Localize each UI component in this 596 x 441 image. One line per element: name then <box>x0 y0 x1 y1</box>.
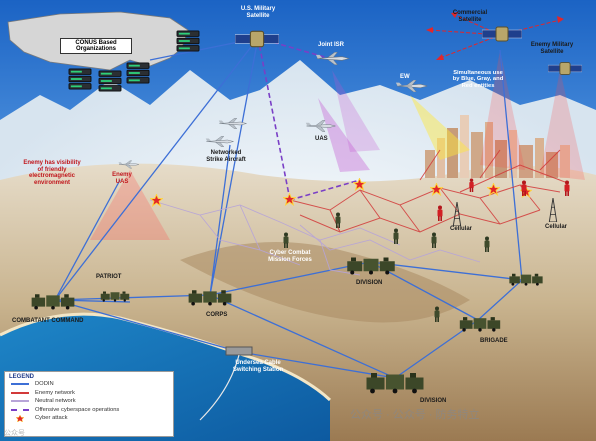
networked-strike-label: Networked Strike Aircraft <box>206 150 246 163</box>
patriot-label: PATRIOT <box>96 274 122 280</box>
combatant-command-label: COMBATANT COMMAND <box>12 318 84 324</box>
dodin-network <box>54 37 523 379</box>
legend-item-attack: Cyber attack <box>11 414 173 423</box>
legend-label-attack: Cyber attack <box>35 415 68 422</box>
enemy-sat-beam <box>540 70 585 180</box>
conus-label: CONUS Based Organizations <box>60 38 132 54</box>
neutral-network <box>149 199 481 276</box>
undersea-cable-label: Undersea Cable Switching Station <box>232 360 284 373</box>
enemy-network <box>289 149 566 233</box>
legend-label-neutral: Neutral network <box>35 398 76 405</box>
uas-label: UAS <box>315 136 328 142</box>
cyber-attack-icon <box>15 414 25 423</box>
offensive-cyber-ops <box>257 37 361 201</box>
legend-label-offensive: Offensive cyberspace operations <box>35 406 120 413</box>
undersea-cable <box>199 354 240 421</box>
commercial-sat-beam <box>480 50 525 170</box>
legend-swatch-enemy <box>11 391 29 394</box>
legend-title: LEGEND <box>9 374 35 380</box>
legend-swatch-attack <box>11 414 29 423</box>
legend-swatch-offensive <box>11 408 29 411</box>
legend-label-dodin: DODIN <box>35 381 54 388</box>
corps-label: CORPS <box>206 312 228 318</box>
legend-item-enemy: Enemy network <box>11 389 173 398</box>
brigade-label: BRIGADE <box>480 338 508 344</box>
legend-swatch-dodin <box>11 383 29 386</box>
ew-beam <box>410 95 470 160</box>
joint-isr-label: Joint ISR <box>318 42 345 48</box>
cellular-label-1: Cellular <box>450 226 473 232</box>
legend-item-dodin: DODIN <box>11 380 173 389</box>
enemy-uas-beam <box>90 170 170 240</box>
division-top-label: DIVISION <box>356 280 383 286</box>
legend-swatch-neutral <box>11 400 29 403</box>
watermark: 公众号 · 公众号 · 防务特立 <box>350 409 480 421</box>
ew-label: EW <box>400 74 410 80</box>
legend-item-offensive: Offensive cyberspace operations <box>11 406 173 415</box>
us-satellite-label: U.S. Military Satellite <box>240 6 276 19</box>
enemy-uas-label: Enemy UAS <box>112 172 132 185</box>
cellular-label-2: Cellular <box>545 224 568 230</box>
isr-beam <box>332 70 380 152</box>
watermark-small: 公众号 <box>4 430 25 437</box>
commercial-satellite-label: Commercial Satellite <box>452 10 488 23</box>
cyber-combat-label: Cyber Combat Mission Forces <box>268 250 312 263</box>
legend-label-enemy: Enemy network <box>35 389 75 396</box>
simultaneous-use-label: Simultaneous use by Blue, Gray, and Red … <box>452 70 504 89</box>
undersea-cable-station <box>225 346 253 356</box>
legend: LEGEND DODIN Enemy network Neutral netwo… <box>4 371 174 437</box>
legend-item-neutral: Neutral network <box>11 397 173 406</box>
enemy-satellite-label: Enemy Military Satellite <box>530 42 574 55</box>
division-bottom-label: DIVISION <box>420 398 447 404</box>
enemy-visibility-label: Enemy has visibility of friendly electro… <box>23 160 81 186</box>
city-skyline <box>425 115 570 178</box>
uas-beam <box>318 98 370 172</box>
terrain-ridge <box>180 242 470 323</box>
ray-arrowheads <box>426 12 564 60</box>
